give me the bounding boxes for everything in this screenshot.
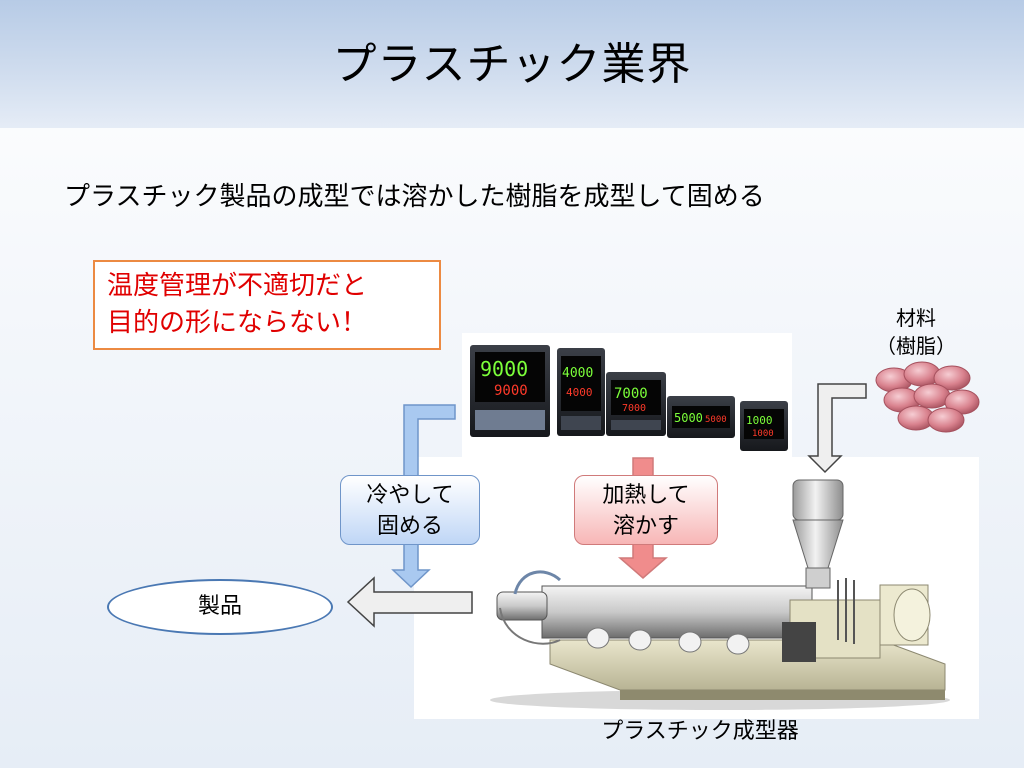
controller-3-pv: 7000 bbox=[614, 386, 648, 402]
controller-3: 7000 7000 bbox=[606, 372, 666, 436]
warning-line-2: 目的の形にならない！ bbox=[107, 308, 368, 338]
controller-5-sv: 1000 bbox=[752, 429, 774, 439]
injection-molding-machine-icon bbox=[490, 479, 950, 710]
controller-1-pv: 9000 bbox=[480, 357, 528, 381]
temperature-controller-icon: 9000 9000 4000 4000 7000 7000 bbox=[470, 345, 788, 451]
controller-4-sv: 5000 bbox=[705, 415, 727, 425]
material-label-line-2: （樹脂） bbox=[876, 334, 956, 358]
product-ellipse: 製品 bbox=[107, 579, 333, 635]
slide-title: プラスチック業界 bbox=[332, 39, 692, 90]
controller-2-pv: 4000 bbox=[562, 366, 593, 381]
material-label: 材料 （樹脂） bbox=[866, 304, 966, 360]
controller-5-pv: 1000 bbox=[746, 414, 773, 427]
material-feed-arrow bbox=[807, 383, 867, 474]
controller-4: 5000 5000 bbox=[667, 396, 735, 438]
machine-caption: プラスチック成型器 bbox=[601, 719, 799, 744]
output-arrow bbox=[346, 576, 473, 628]
cool-box-line-1: 冷やして bbox=[366, 483, 454, 508]
material-label-line-1: 材料 bbox=[896, 306, 936, 330]
controller-2-sv: 4000 bbox=[566, 386, 593, 399]
heat-box-line-1: 加熱して bbox=[602, 483, 690, 508]
controller-5: 1000 1000 bbox=[740, 401, 788, 451]
controller-1-sv: 9000 bbox=[494, 383, 528, 399]
cool-solidify-box: 冷やして 固める bbox=[340, 475, 480, 545]
controller-3-sv: 7000 bbox=[622, 403, 646, 414]
warning-line-1: 温度管理が不適切だと bbox=[107, 271, 368, 301]
header-band bbox=[0, 0, 1024, 128]
subtitle: プラスチック製品の成型では溶かした樹脂を成型して固める bbox=[64, 182, 765, 212]
cool-box-line-2: 固める bbox=[376, 514, 443, 539]
resin-pellets-icon bbox=[875, 361, 980, 433]
controller-2: 4000 4000 bbox=[557, 348, 605, 436]
controller-1: 9000 9000 bbox=[470, 345, 550, 437]
heat-melt-box: 加熱して 溶かす bbox=[574, 475, 718, 545]
warning-callout: 温度管理が不適切だと 目的の形にならない！ bbox=[93, 260, 441, 350]
heat-box-line-2: 溶かす bbox=[612, 514, 679, 539]
controller-4-pv: 5000 bbox=[674, 411, 703, 425]
